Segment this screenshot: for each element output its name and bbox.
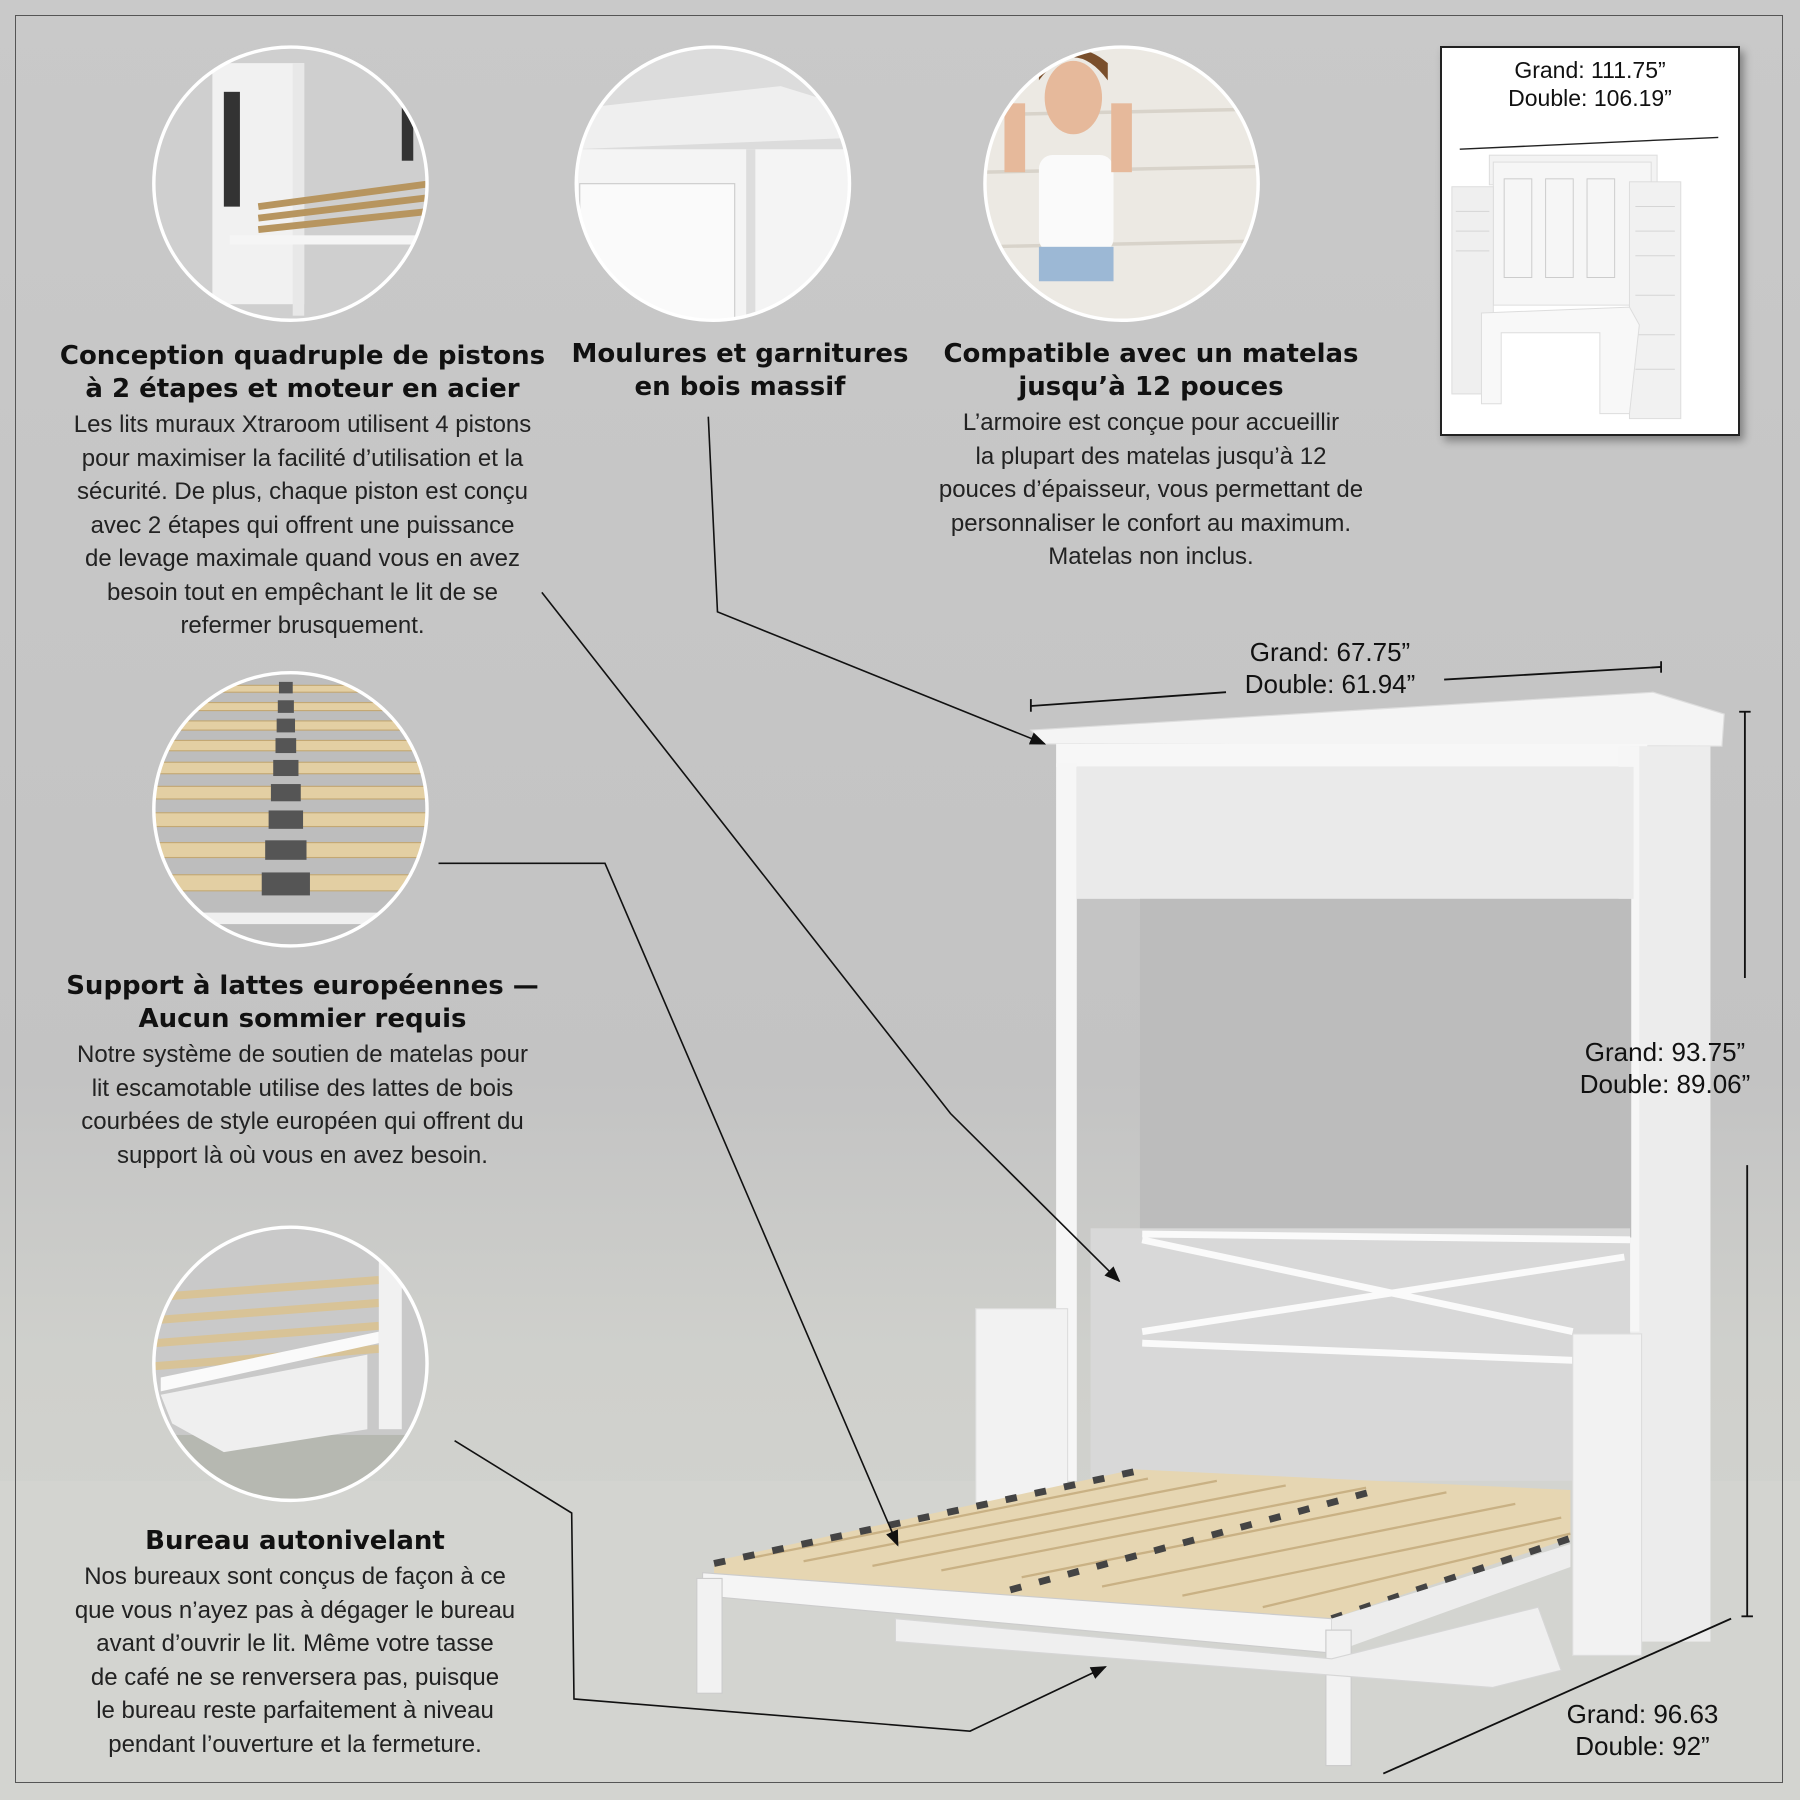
murphy-bed-image [696, 691, 1725, 1767]
body-line: le bureau reste parfaitement à niveau [96, 1697, 494, 1724]
body-line: la plupart des matelas jusqu’à 12 [975, 442, 1327, 470]
desk-detail-image [153, 1227, 428, 1501]
leader-lines [438, 416, 1121, 1732]
body-line: L’armoire est conçue pour accueillir [962, 409, 1340, 436]
dim-double: Double: 89.06” [1579, 1069, 1751, 1099]
dim-grand: Grand: 67.75” [1249, 637, 1411, 667]
feature-body: Notre système de soutien de matelas pour… [55, 1038, 550, 1172]
body-line: pour maximiser la facilité d’utilisation… [81, 444, 524, 472]
body-line: lit escamotable utilise des lattes de bo… [91, 1074, 514, 1102]
title-line: en bois massif [634, 372, 846, 402]
body-line: courbées de style européen qui offrent d… [81, 1108, 524, 1135]
dim-double: Double: 92” [1575, 1731, 1710, 1761]
body-line: sécurité. De plus, chaque piston est con… [77, 478, 528, 505]
piston-detail-image [153, 47, 428, 321]
overall-width-label: Grand: 111.75”Double: 106.19” [1442, 56, 1738, 112]
feature-title: Support à lattes européennes —Aucun somm… [55, 970, 550, 1036]
slats-detail-image [153, 672, 428, 946]
title-line: Compatible avec un matelas [943, 339, 1359, 369]
height-label: Grand: 93.75”Double: 89.06” [1540, 1036, 1790, 1100]
body-line: Les lits muraux Xtraroom utilisent 4 pis… [73, 411, 532, 438]
body-line: avant d’ouvrir le lit. Même votre tasse [96, 1630, 494, 1657]
body-line: que vous n’ayez pas à dégager le bureau [74, 1596, 516, 1624]
title-line: Conception quadruple de pistons [59, 341, 546, 371]
mattress-photo-image [984, 47, 1259, 321]
body-line: avec 2 étapes qui offrent une puissance [90, 511, 515, 539]
body-line: Notre système de soutien de matelas pour [77, 1041, 528, 1068]
dim-grand: Grand: 96.63 [1566, 1699, 1719, 1729]
dim-grand: Grand: 111.75” [1514, 57, 1666, 83]
body-line: pendant l’ouverture et la fermeture. [108, 1730, 482, 1758]
title-line: Moulures et garnitures [571, 339, 909, 369]
cabinet-width-label: Grand: 67.75”Double: 61.94” [1200, 636, 1460, 700]
feature-slats: Support à lattes européennes —Aucun somm… [55, 970, 550, 1172]
body-line: personnaliser le confort au maximum. [950, 509, 1352, 537]
title-line: jusqu’à 12 pouces [1018, 372, 1284, 402]
body-line: Matelas non inclus. [1048, 543, 1254, 570]
dim-double: Double: 106.19” [1508, 85, 1672, 111]
title-line: Support à lattes européennes — [66, 971, 539, 1001]
dim-grand: Grand: 93.75” [1584, 1037, 1746, 1067]
feature-body: Nos bureaux sont conçus de façon à ce qu… [45, 1560, 545, 1761]
feature-body: L’armoire est conçue pour accueillir la … [920, 406, 1382, 574]
body-line: de café ne se renversera pas, puisque [90, 1663, 500, 1691]
title-line: à 2 étapes et moteur en acier [85, 374, 520, 404]
body-line: support là où vous en avez besoin. [117, 1141, 488, 1169]
title-line: Aucun sommier requis [138, 1004, 467, 1034]
dim-double: Double: 61.94” [1244, 669, 1416, 699]
body-line: de levage maximale quand vous en avez [85, 545, 520, 572]
feature-desk: Bureau autonivelant Nos bureaux sont con… [45, 1525, 545, 1761]
dimension-lines [1029, 661, 1753, 1775]
title-line: Bureau autonivelant [145, 1526, 445, 1556]
feature-body: Les lits muraux Xtraroom utilisent 4 pis… [55, 408, 550, 643]
body-line: besoin tout en empêchant le lit de se [107, 578, 498, 606]
full-unit-inset: Grand: 111.75”Double: 106.19” [1440, 46, 1740, 436]
body-line: refermer brusquement. [180, 612, 425, 639]
body-line: Nos bureaux sont conçus de façon à ce [84, 1563, 506, 1590]
body-line: pouces d’épaisseur, vous permettant de [938, 476, 1364, 503]
full-unit-image [1451, 136, 1719, 420]
feature-title: Bureau autonivelant [45, 1525, 545, 1558]
